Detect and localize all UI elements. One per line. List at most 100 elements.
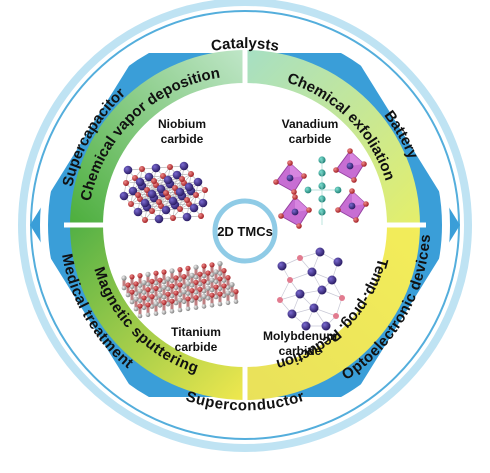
atom bbox=[160, 173, 166, 179]
atom bbox=[184, 182, 194, 192]
atom bbox=[156, 184, 166, 194]
slab-column bbox=[214, 286, 218, 298]
atom bbox=[137, 303, 143, 309]
atom bbox=[347, 148, 353, 154]
atom bbox=[135, 192, 141, 198]
slab-column bbox=[162, 301, 166, 314]
atom bbox=[169, 308, 175, 314]
atom bbox=[217, 271, 223, 276]
slab-column bbox=[130, 291, 134, 303]
slab-column bbox=[122, 277, 126, 289]
bond bbox=[335, 297, 343, 317]
slab-column bbox=[150, 280, 154, 293]
atom bbox=[333, 257, 343, 267]
atom bbox=[177, 282, 183, 288]
atom bbox=[327, 275, 337, 285]
atom bbox=[351, 177, 357, 183]
atom bbox=[205, 270, 211, 276]
slab-column bbox=[186, 282, 190, 295]
molybdenum-label-line1: Molybdenum bbox=[263, 329, 337, 343]
atom bbox=[177, 292, 183, 298]
center-label: 2D TMCs bbox=[217, 224, 273, 239]
atom bbox=[128, 201, 134, 207]
atom bbox=[161, 205, 171, 215]
atom bbox=[209, 292, 215, 298]
slab-column bbox=[214, 270, 218, 283]
atom bbox=[201, 288, 207, 294]
niobium-carbide-structure bbox=[119, 161, 208, 224]
atom bbox=[163, 175, 173, 185]
atom bbox=[213, 284, 219, 290]
slab-column bbox=[138, 289, 142, 302]
atom bbox=[229, 292, 235, 297]
atom bbox=[163, 190, 169, 196]
slab-column bbox=[146, 273, 150, 286]
slab-column bbox=[170, 300, 174, 313]
atom bbox=[179, 161, 189, 171]
atom bbox=[193, 177, 203, 187]
molybdenum-label-line2: carbide bbox=[279, 344, 322, 358]
atom bbox=[140, 198, 150, 208]
atom bbox=[137, 288, 143, 294]
atom bbox=[177, 206, 183, 212]
atom bbox=[175, 187, 185, 197]
atom bbox=[205, 295, 211, 301]
atom bbox=[182, 212, 192, 222]
atom bbox=[157, 303, 163, 308]
slab-column bbox=[154, 287, 158, 300]
atom bbox=[209, 287, 215, 293]
atom bbox=[137, 283, 143, 288]
slab-column bbox=[170, 269, 174, 282]
atom bbox=[185, 291, 191, 296]
atom bbox=[217, 261, 223, 267]
atom bbox=[185, 276, 191, 281]
atom bbox=[125, 282, 131, 288]
atom bbox=[295, 289, 305, 299]
titanium-carbide-structure bbox=[121, 261, 239, 319]
atom bbox=[153, 270, 159, 276]
atom bbox=[185, 281, 191, 287]
atom bbox=[119, 191, 129, 201]
atom bbox=[151, 163, 161, 173]
atom bbox=[201, 278, 207, 284]
atom bbox=[144, 172, 154, 182]
atom bbox=[193, 192, 199, 198]
atom bbox=[145, 302, 151, 308]
slab-column bbox=[158, 279, 162, 292]
atom bbox=[201, 263, 207, 269]
atom bbox=[161, 279, 167, 285]
atom bbox=[349, 188, 355, 194]
atom bbox=[181, 274, 187, 280]
atom bbox=[301, 321, 311, 331]
atom bbox=[291, 189, 297, 195]
slab-column bbox=[138, 274, 142, 287]
slab-column bbox=[174, 276, 178, 289]
atom bbox=[129, 274, 135, 280]
atom bbox=[145, 282, 151, 287]
atom bbox=[170, 215, 176, 221]
atom bbox=[169, 293, 175, 299]
slab-column bbox=[178, 268, 182, 281]
slab-column bbox=[194, 281, 198, 294]
atom bbox=[145, 312, 151, 318]
atom bbox=[221, 283, 227, 289]
slab-column bbox=[162, 271, 166, 283]
atom bbox=[213, 279, 219, 285]
slab-column bbox=[222, 269, 226, 282]
slab-column bbox=[138, 305, 142, 317]
atom bbox=[321, 321, 331, 331]
slab-column bbox=[194, 266, 198, 279]
atom bbox=[133, 296, 139, 302]
atom bbox=[189, 203, 199, 213]
atom bbox=[197, 271, 203, 277]
atom bbox=[291, 208, 299, 216]
atom bbox=[193, 264, 199, 270]
slab-column bbox=[158, 294, 162, 307]
slab-column bbox=[130, 275, 134, 288]
atom bbox=[287, 160, 293, 166]
slab-column bbox=[210, 279, 214, 291]
bond bbox=[279, 279, 291, 301]
atom bbox=[145, 271, 151, 277]
atom bbox=[142, 217, 148, 223]
